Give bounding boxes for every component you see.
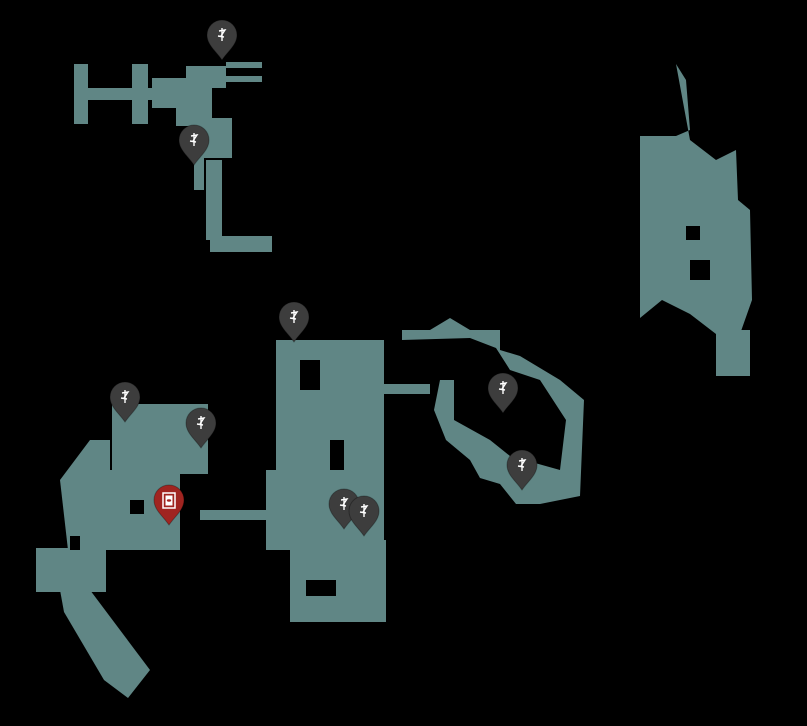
shrine-icon — [162, 492, 176, 509]
area-east — [640, 64, 752, 376]
question-glyph-icon — [498, 381, 508, 394]
map-marker-unknown[interactable] — [487, 372, 519, 414]
map-marker-unknown[interactable] — [109, 381, 141, 423]
marker-pin-icon — [348, 495, 380, 537]
question-glyph-icon — [120, 390, 130, 403]
marker-pin-icon — [487, 372, 519, 414]
question-glyph-icon — [189, 133, 199, 146]
map-marker-save-point[interactable] — [153, 484, 185, 526]
question-glyph-icon — [289, 310, 299, 323]
map-walls — [70, 226, 710, 596]
map-marker-unknown[interactable] — [178, 124, 210, 166]
marker-pin-icon — [206, 19, 238, 61]
marker-pin-icon — [506, 449, 538, 491]
marker-pin-icon — [153, 484, 185, 526]
map-marker-unknown[interactable] — [206, 19, 238, 61]
question-glyph-icon — [196, 416, 206, 429]
map-marker-unknown[interactable] — [185, 407, 217, 449]
question-glyph-icon — [217, 28, 227, 41]
area-southwest — [36, 404, 208, 698]
question-glyph-icon — [517, 458, 527, 471]
marker-pin-icon — [185, 407, 217, 449]
map-marker-unknown[interactable] — [278, 301, 310, 343]
area-northwest — [74, 62, 272, 252]
map-marker-unknown[interactable] — [348, 495, 380, 537]
question-glyph-icon — [339, 497, 349, 510]
map-floor — [36, 62, 752, 698]
marker-pin-icon — [278, 301, 310, 343]
question-glyph-icon — [359, 504, 369, 517]
map-marker-unknown[interactable] — [506, 449, 538, 491]
marker-pin-icon — [178, 124, 210, 166]
marker-pin-icon — [109, 381, 141, 423]
area-ring — [402, 318, 584, 504]
